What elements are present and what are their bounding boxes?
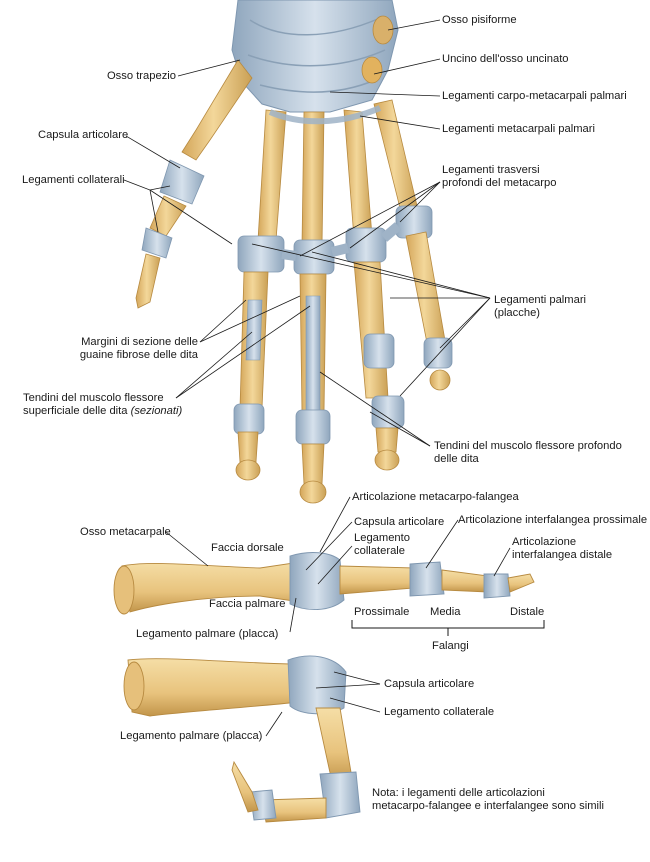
lateral-finger-view [113, 552, 545, 636]
metacarpal-3 [301, 111, 325, 246]
thumb-distal-phalanx [135, 253, 161, 309]
label-capsula-articolare-mid: Capsula articolare [354, 516, 445, 528]
proximal-phalanx [339, 565, 415, 595]
leader-lines [123, 19, 511, 737]
label-articolazione-ifd-line1: Articolazione [512, 536, 577, 548]
index-finger [233, 271, 269, 481]
distal-phalanx-flexed [231, 760, 259, 813]
tendini-superficiale-text: superficiale delle dita [23, 405, 131, 417]
label-legamenti-palmari-line2: (placche) [494, 307, 541, 319]
label-tendini-superficiale-line1: Tendini del muscolo flessore [23, 392, 164, 404]
label-articolazione-ifd-line2: interfalangea distale [512, 549, 613, 561]
hamate-hook [361, 56, 383, 84]
label-margini-sezione-line2: guaine fibrose delle dita [79, 349, 198, 361]
tendini-sezionati-italic: (sezionati) [130, 405, 183, 417]
label-legamenti-trasversi-line1: Legamenti trasversi [442, 164, 540, 176]
label-articolazione-mcf: Articolazione metacarpo-falangea [352, 491, 519, 503]
label-legamento-collaterale-mid-line2: collaterale [354, 545, 405, 557]
label-osso-trapezio: Osso trapezio [106, 70, 176, 82]
label-faccia-palmare: Faccia palmare [209, 598, 286, 610]
carpal-ligaments [231, 0, 399, 113]
thumb-metacarpal [181, 59, 253, 161]
little-finger [405, 231, 453, 391]
distal-phalanx [507, 573, 535, 593]
label-legamenti-metacarpali-palmari: Legamenti metacarpali palmari [442, 123, 595, 135]
mcp-capsule-flexed [287, 655, 347, 715]
label-capsula-articolare-top: Capsula articolare [38, 129, 129, 141]
label-faccia-dorsale: Faccia dorsale [211, 542, 284, 554]
metacarpal-bone-flexed [127, 658, 301, 717]
label-falangi: Falangi [432, 640, 469, 652]
label-uncino-osso-uncinato: Uncino dell'osso uncinato [442, 53, 569, 65]
label-legamento-collaterale-mid-line1: Legamento [354, 532, 410, 544]
label-legamenti-palmari-line1: Legamenti palmari [494, 294, 587, 306]
label-articolazione-ifp: Articolazione interfalangea prossimale [458, 514, 648, 526]
label-distale: Distale [510, 606, 545, 618]
label-media: Media [430, 606, 461, 618]
phalanges-bracket [351, 620, 545, 636]
label-nota-line1: Nota: i legamenti delle articolazioni [372, 787, 545, 799]
label-tendini-profondo-line1: Tendini del muscolo flessore profondo [434, 440, 622, 452]
label-tendini-profondo-line2: delle dita [434, 453, 479, 465]
label-prossimale: Prossimale [354, 606, 410, 618]
dip-capsule [483, 573, 511, 599]
label-nota-line2: metacarpo-falangee e interfalangee sono … [372, 800, 604, 812]
metacarpal-4 [343, 109, 373, 239]
label-legamento-collaterale-bot: Legamento collaterale [384, 706, 495, 718]
ring-finger [353, 261, 405, 471]
label-legamento-palmare-placca-bot: Legamento palmare (placca) [120, 730, 263, 742]
label-osso-pisiforme: Osso pisiforme [442, 14, 517, 26]
label-legamenti-carpo-metacarpali-palmari: Legamenti carpo-metacarpali palmari [442, 90, 627, 102]
middle-finger [295, 273, 331, 504]
label-osso-metacarpale: Osso metacarpale [80, 526, 171, 538]
label-capsula-articolare-bot: Capsula articolare [384, 678, 475, 690]
label-tendini-superficiale-line2: superficiale delle dita (sezionati) [23, 405, 182, 418]
metacarpal-5 [373, 99, 419, 217]
pisiform-bone [372, 15, 394, 45]
thumb-capsule [159, 159, 205, 205]
middle-phalanx [441, 569, 489, 593]
proximal-phalanx-flexed [315, 707, 353, 783]
label-legamento-palmare-placca-mid: Legamento palmare (placca) [136, 628, 279, 640]
flexed-finger-view [123, 655, 361, 823]
mcp-capsule [289, 552, 345, 610]
label-legamenti-collaterali: Legamenti collaterali [22, 174, 125, 186]
thumb-distal-capsule [141, 227, 173, 259]
palmar-hand-view [135, 0, 453, 504]
label-margini-sezione-line1: Margini di sezione delle [81, 336, 198, 348]
metacarpal-2 [257, 109, 287, 241]
label-legamenti-trasversi-line2: profondi del metacarpo [442, 177, 557, 189]
